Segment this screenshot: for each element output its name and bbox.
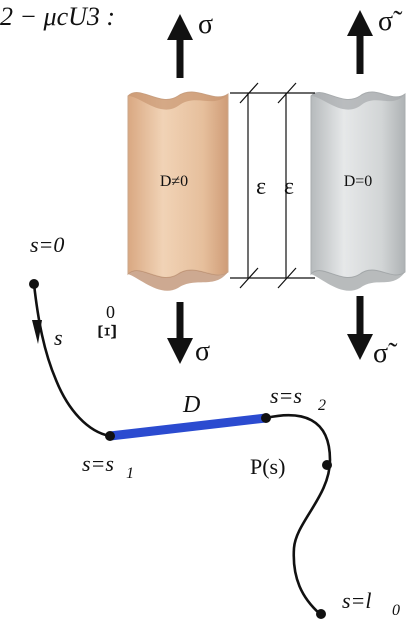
damaged-segment bbox=[109, 413, 267, 441]
stress-arrow-right-top bbox=[347, 10, 373, 74]
reference-config-label: Ξ bbox=[93, 323, 122, 340]
undamaged-filament-cylinder bbox=[310, 91, 406, 291]
strain-right-label: ε bbox=[284, 174, 294, 200]
stress-arrow-right-bottom bbox=[347, 296, 373, 360]
stress-right-top-label: σ̃ bbox=[378, 6, 403, 37]
label-l0: s=l bbox=[342, 588, 372, 613]
point-s1 bbox=[105, 431, 115, 441]
damaged-cylinder-label: D≠0 bbox=[160, 173, 188, 190]
point-l0 bbox=[316, 609, 326, 619]
strain-left-label: ε bbox=[256, 174, 266, 200]
stress-right-bottom-label: σ̃ bbox=[373, 338, 398, 369]
label-s1-sub: 1 bbox=[126, 465, 134, 482]
label-l0-sub: 0 bbox=[392, 602, 400, 619]
strain-dimension-lines bbox=[230, 82, 315, 289]
xi-superscript: 0 bbox=[106, 302, 115, 322]
point-s0 bbox=[29, 279, 39, 289]
label-arc: s bbox=[54, 325, 63, 350]
undamaged-cylinder-label: D=0 bbox=[344, 173, 373, 190]
damaged-filament-cylinder bbox=[127, 91, 229, 291]
stress-left-bottom-label: σ bbox=[195, 336, 210, 367]
label-damage: D bbox=[182, 392, 200, 418]
filament-curve bbox=[32, 283, 332, 615]
stress-arrow-left-bottom bbox=[167, 302, 193, 364]
equation-fragment: 2 − μcU3 : bbox=[0, 2, 115, 31]
arc-direction-arrow bbox=[32, 320, 42, 344]
point-s2 bbox=[261, 413, 271, 423]
point-ps bbox=[322, 460, 332, 470]
stress-left-top-label: σ bbox=[198, 9, 213, 40]
label-s0: s=0 bbox=[30, 232, 64, 257]
stress-arrow-left-top bbox=[167, 14, 193, 78]
label-s1: s=s bbox=[82, 451, 114, 476]
label-s2-sub: 2 bbox=[318, 397, 326, 414]
label-material-point: P(s) bbox=[250, 454, 285, 479]
label-s2: s=s bbox=[270, 383, 302, 408]
xi-label: Ξ bbox=[93, 323, 122, 340]
